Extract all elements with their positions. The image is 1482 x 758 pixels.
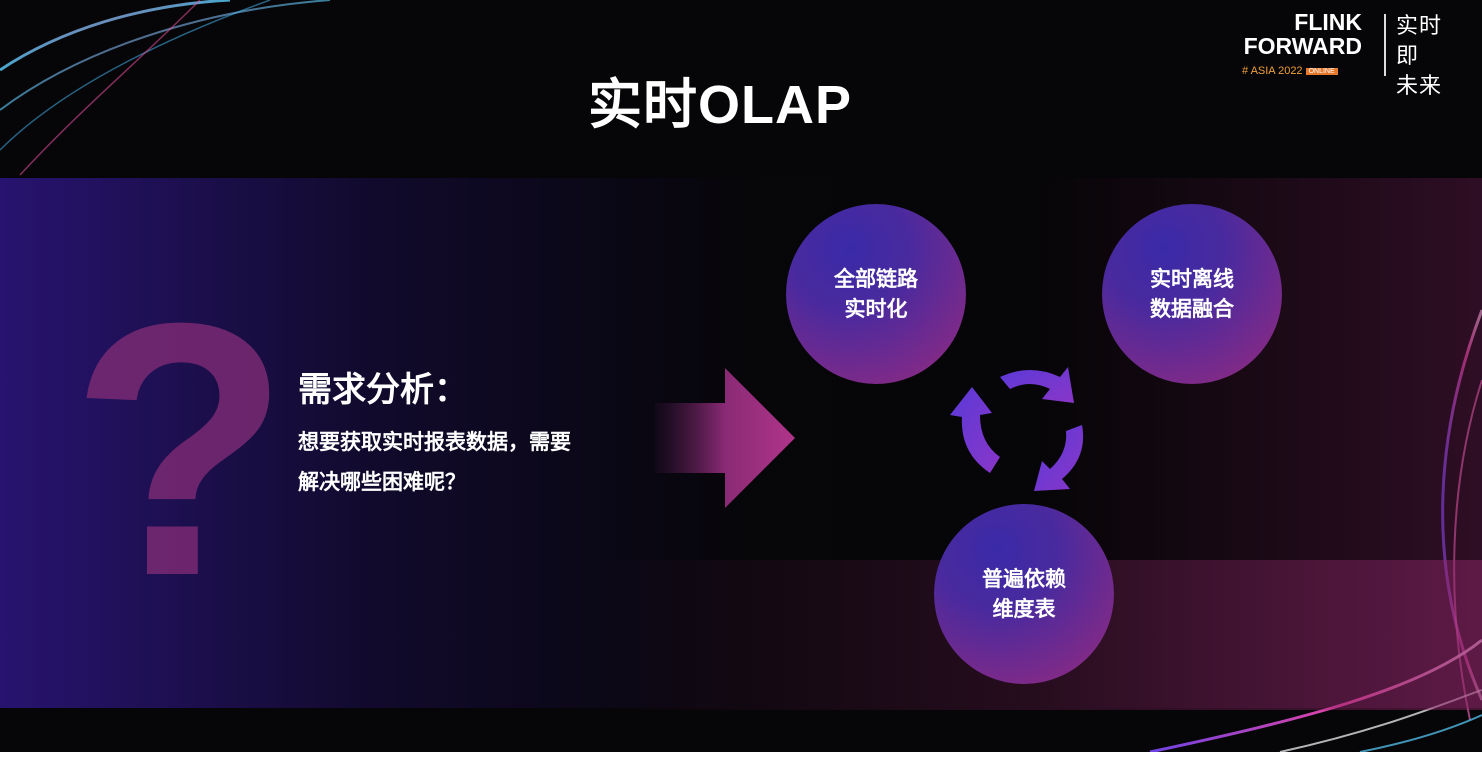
requirement-body: 想要获取实时报表数据，需要 解决哪些困难呢？ [298, 422, 658, 502]
logo-slogan-line1: 实时即 [1396, 14, 1443, 69]
page-title: 实时OLAP [587, 75, 852, 135]
content-band-glow [0, 560, 1482, 710]
challenge-text: 全部链路 实时化 [834, 267, 918, 321]
arrow-right-icon [655, 368, 795, 508]
logo-event-text: # ASIA 2022 [1242, 65, 1303, 77]
challenge-text: 实时离线 数据融合 [1150, 267, 1234, 321]
question-mark-icon: ? [70, 249, 290, 651]
challenge-circle-realtime: 全部链路 实时化 [786, 204, 966, 384]
logo-slogan: 实时即 未来 [1396, 12, 1456, 102]
logo-flink-text: FLINK [1294, 9, 1362, 35]
challenge-circle-fusion: 实时离线 数据融合 [1102, 204, 1282, 384]
logo-divider [1384, 14, 1386, 76]
logo-online-badge: ONLINE [1305, 67, 1338, 75]
logo-wordmark: FLINK FORWARD [1212, 10, 1362, 58]
requirement-body-line2: 解决哪些困难呢？ [298, 470, 466, 494]
challenge-text: 普遍依赖 维度表 [982, 567, 1066, 621]
challenge-circle-dimension: 普遍依赖 维度表 [934, 504, 1114, 684]
logo-forward-text: FORWARD [1243, 33, 1362, 59]
cycle-arrows-icon [950, 367, 1084, 491]
requirement-heading: 需求分析： [298, 370, 468, 410]
logo-slogan-line2: 未来 [1396, 74, 1443, 99]
requirement-body-line1: 想要获取实时报表数据，需要 [298, 430, 571, 454]
